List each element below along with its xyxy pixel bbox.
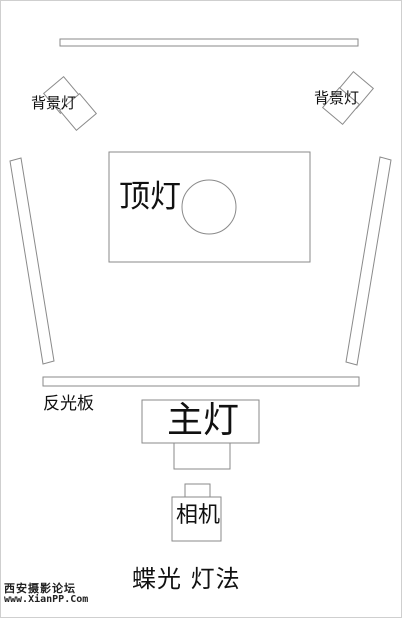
watermark-url: www.XianPP.Com: [4, 593, 89, 605]
key-light-label: 主灯: [167, 400, 240, 441]
reflector-label: 反光板: [43, 394, 94, 414]
watermark: 西安摄影论坛 www.XianPP.Com: [4, 583, 88, 605]
background-light-right-label: 背景灯: [314, 89, 360, 107]
background-light-right: [321, 70, 375, 126]
side-panel-left: [9, 157, 55, 365]
camera-top: [184, 483, 211, 499]
reflector-board: [42, 376, 360, 387]
watermark-site-name: 西安摄影论坛: [4, 582, 76, 595]
camera-label: 相机: [176, 503, 221, 528]
key-light-stand: [173, 442, 231, 470]
background-light-left: [42, 75, 98, 132]
top-light-circle: [181, 179, 237, 235]
top-light-box: [108, 151, 311, 263]
camera-body: [171, 496, 222, 542]
side-panel-right: [345, 156, 392, 366]
backdrop-bar: [59, 38, 359, 47]
background-light-left-label: 背景灯: [31, 94, 77, 112]
diagram-title: 蝶光 灯法: [132, 565, 241, 593]
top-light-label: 顶灯: [119, 179, 181, 215]
